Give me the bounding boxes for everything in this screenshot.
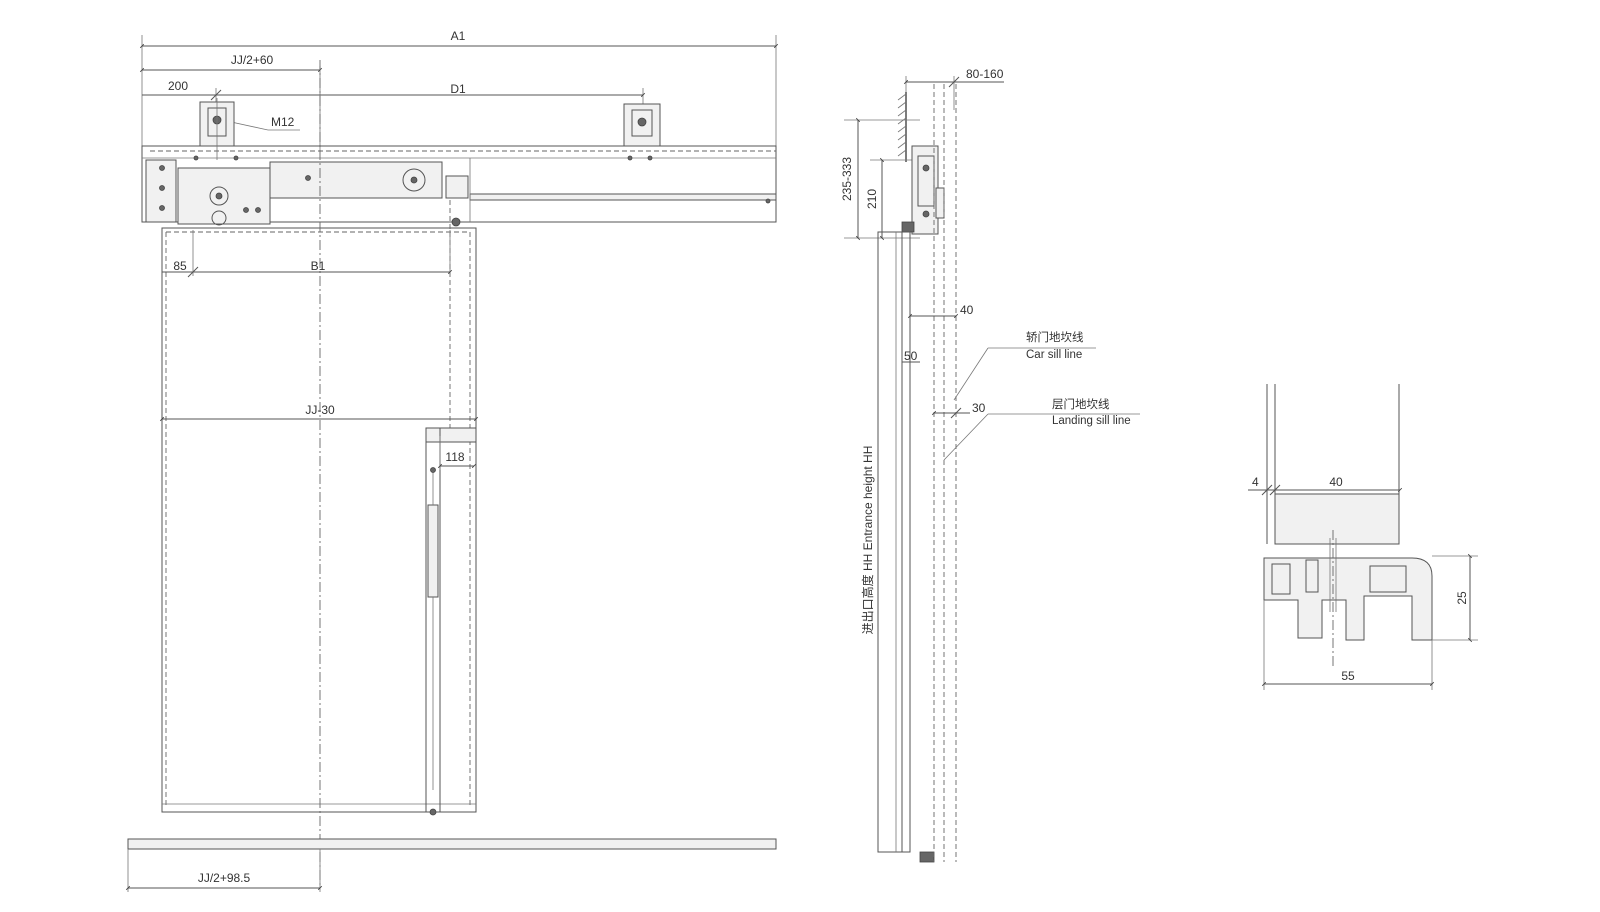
side-hanger-mechanism <box>901 145 945 235</box>
dim-4-40: 4 40 <box>1248 475 1403 496</box>
dim-m12-label: M12 <box>271 115 295 129</box>
dim-210: 210 <box>865 157 918 241</box>
safety-edge-rail <box>425 427 477 816</box>
dim-55-label: 55 <box>1341 669 1355 683</box>
side-door-panel <box>877 231 935 863</box>
dim-jj-half-985: JJ/2+98.5 <box>125 849 323 892</box>
dim-25: 25 <box>1432 553 1478 643</box>
front-view: A1 JJ/2+60 200 D1 M12 <box>125 29 779 892</box>
sill-profile <box>1263 530 1433 668</box>
car-sill-note: 轿门地坎线 Car sill line <box>953 330 1096 401</box>
dim-50-side: 50 <box>902 349 920 363</box>
dim-40-side: 40 <box>907 303 974 319</box>
dim-200-label: 200 <box>168 79 188 93</box>
entrance-height-label: 进出口高度 HH Entrance height HH <box>860 446 875 635</box>
dim-a1-label: A1 <box>451 29 466 43</box>
door-operator-mechanism <box>145 155 771 227</box>
dim-85-label: 85 <box>173 259 187 273</box>
dim-200-d1: 200 D1 <box>142 79 646 110</box>
dim-4-label: 4 <box>1252 475 1259 489</box>
dim-235-333-label: 235-333 <box>840 157 854 201</box>
dim-30-side-label: 30 <box>972 401 986 415</box>
car-sill-cn: 轿门地坎线 <box>1026 330 1084 344</box>
dim-55: 55 <box>1261 600 1435 690</box>
dim-jj-half-985-label: JJ/2+98.5 <box>198 871 251 885</box>
hanger-bracket-right <box>623 103 661 147</box>
dim-210-label: 210 <box>865 189 879 209</box>
dim-118-label: 118 <box>445 450 464 464</box>
door-sill <box>127 838 777 850</box>
dim-80-160: 80-160 <box>903 67 1004 110</box>
landing-sill-en: Landing sill line <box>1052 415 1131 427</box>
dim-40-label: 40 <box>1329 475 1343 489</box>
dim-jj-30-label: JJ-30 <box>305 403 335 417</box>
landing-sill-note: 层门地坎线 Landing sill line <box>943 397 1140 461</box>
door-header-beam <box>141 145 777 223</box>
dim-40-side-label: 40 <box>960 303 974 317</box>
dim-b1-label: B1 <box>311 259 326 273</box>
wall-hatch <box>897 92 907 162</box>
side-view: 80-160 235-333 210 <box>840 67 1140 863</box>
dim-25-label: 25 <box>1455 591 1469 605</box>
dim-jj-half-60-label: JJ/2+60 <box>231 53 274 67</box>
dim-50-side-label: 50 <box>904 349 918 363</box>
dim-80-160-label: 80-160 <box>966 67 1004 81</box>
car-sill-en: Car sill line <box>1026 349 1082 361</box>
dim-85-b1: 85 B1 <box>162 230 453 278</box>
sill-detail: 4 40 25 55 <box>1248 384 1478 690</box>
sill-lines <box>933 84 957 862</box>
hanger-bracket-left <box>199 98 235 160</box>
dim-d1-label: D1 <box>450 82 466 96</box>
dim-235-333: 235-333 <box>840 117 920 241</box>
door-panel <box>161 60 477 888</box>
dim-118: 118 <box>437 436 477 470</box>
landing-sill-cn: 层门地坎线 <box>1052 397 1110 411</box>
dim-jj-30: JJ-30 <box>159 403 479 422</box>
dim-30-side: 30 <box>931 401 986 419</box>
